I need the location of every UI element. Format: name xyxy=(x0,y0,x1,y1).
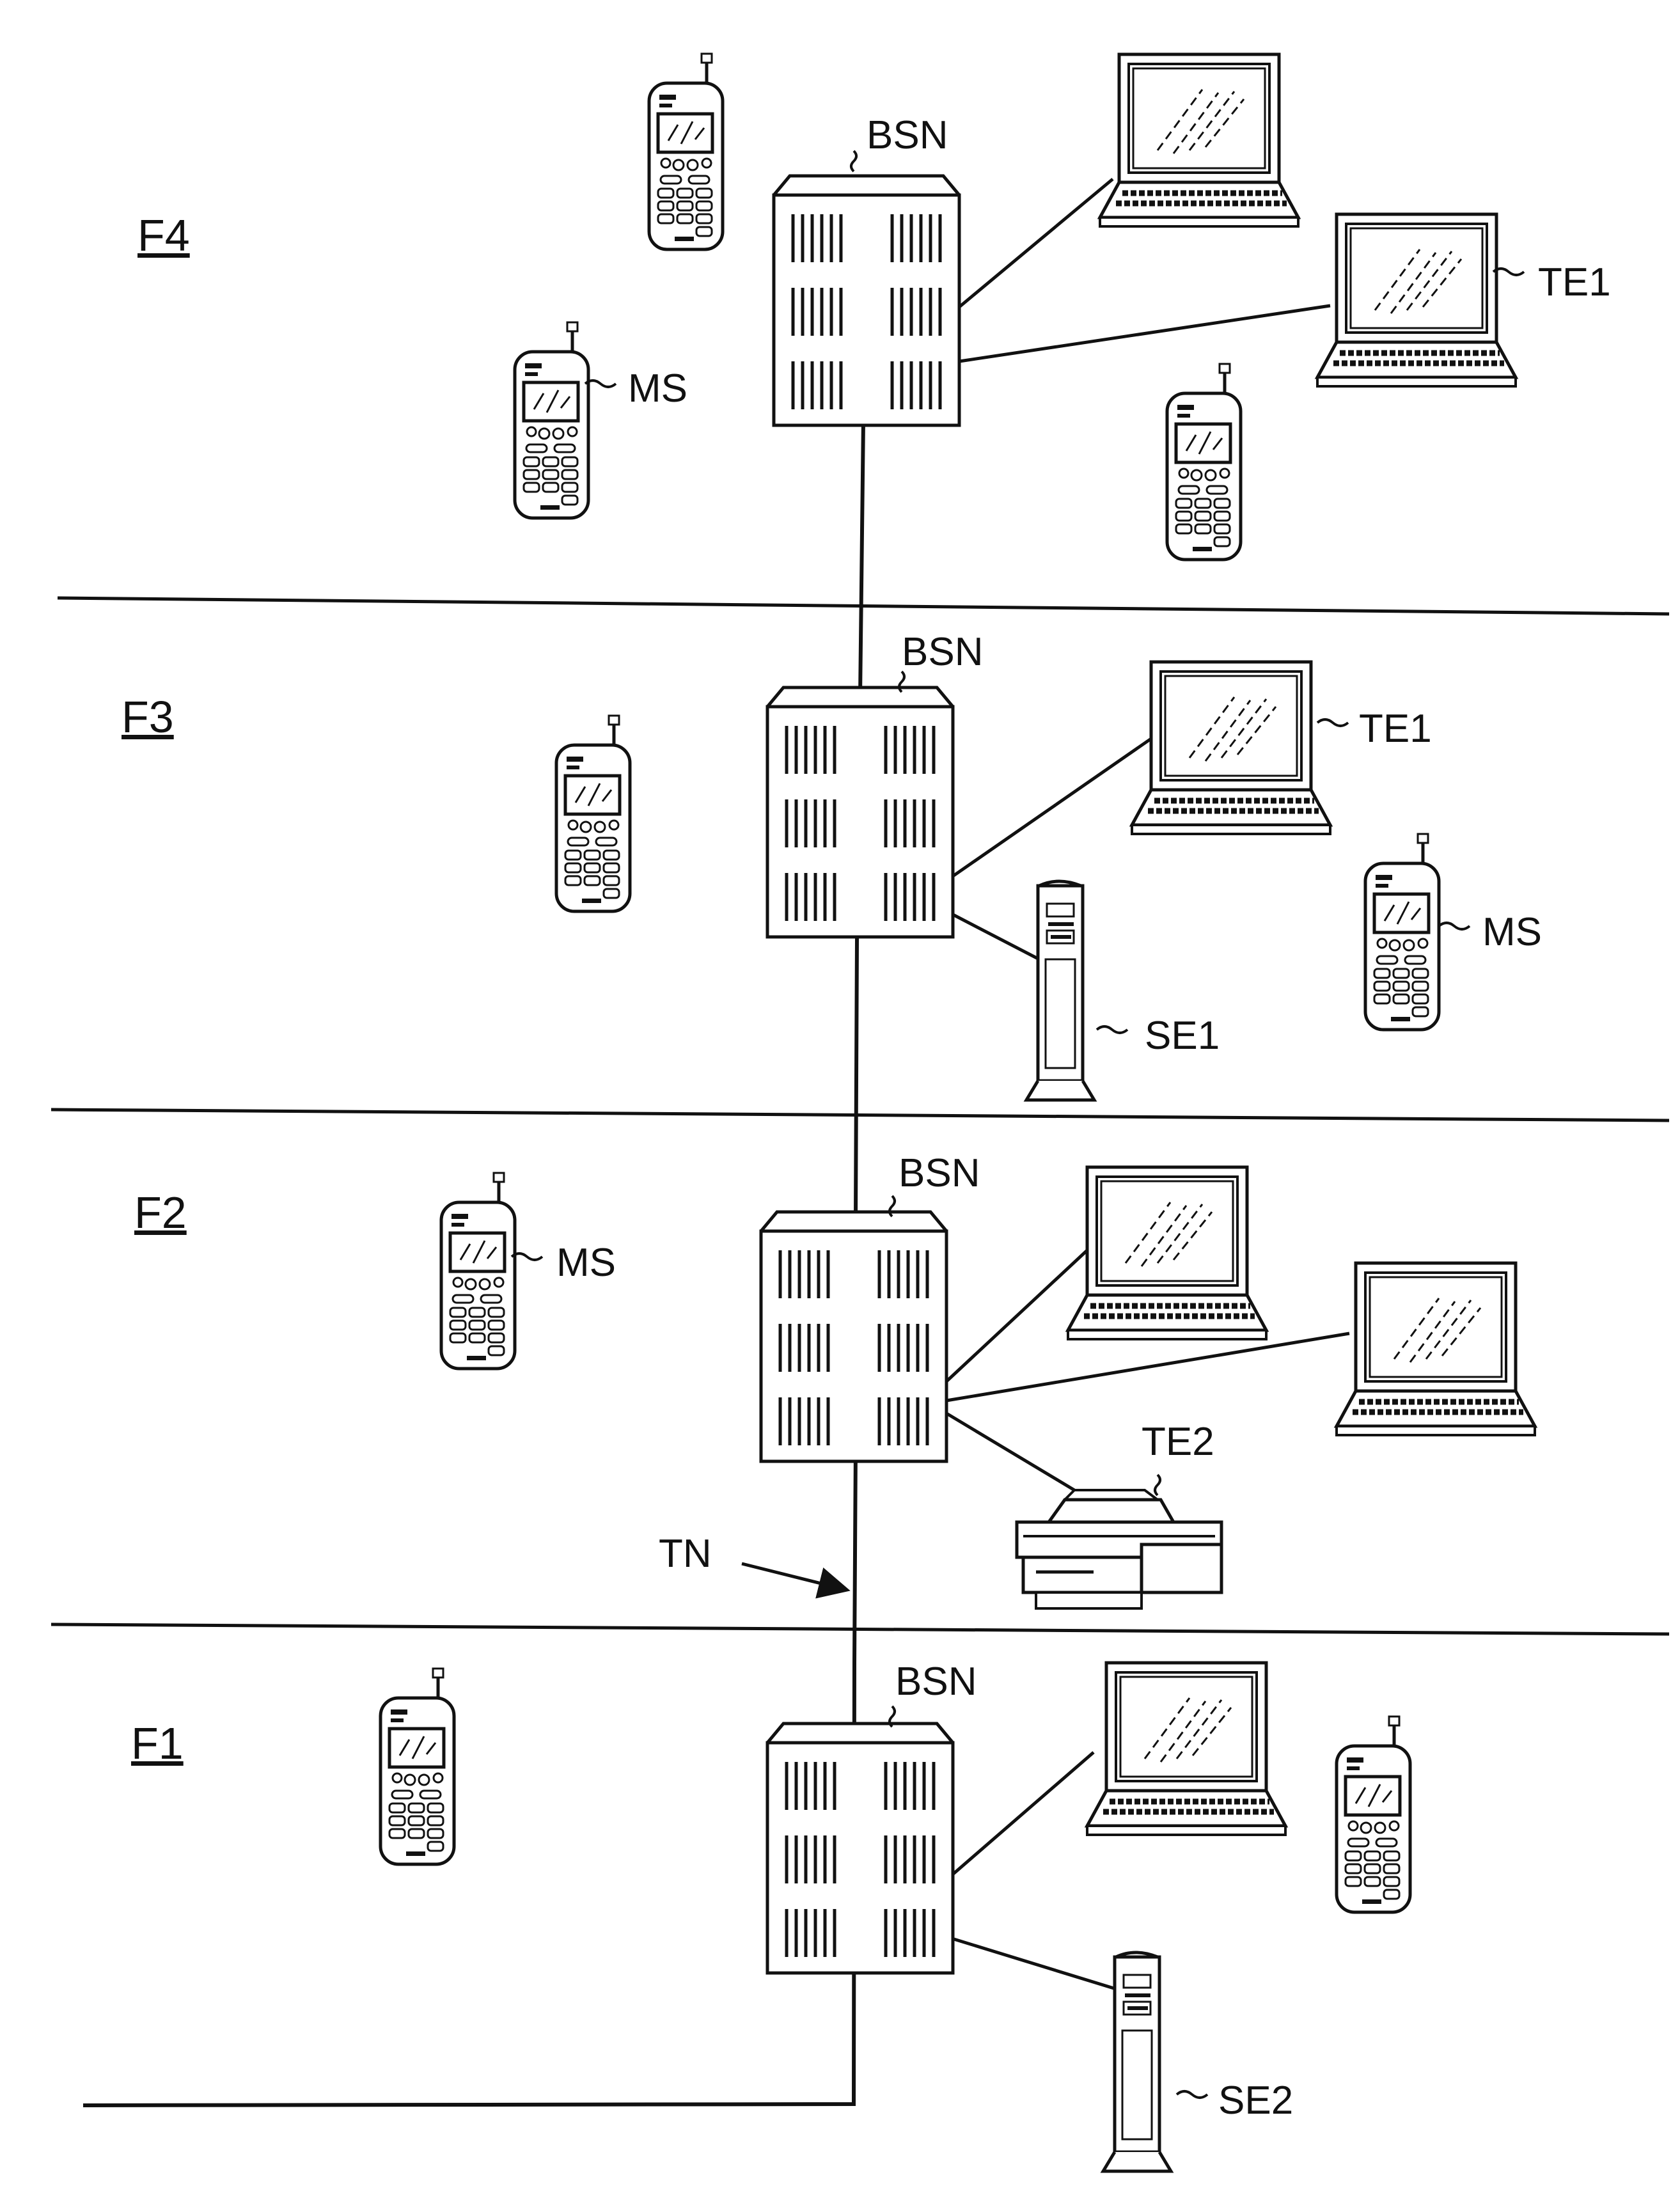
mobile-phone-icon xyxy=(649,54,723,249)
printer-icon xyxy=(1017,1490,1221,1608)
divider-f4-f3 xyxy=(58,598,1669,614)
floor-label-f4: F4 xyxy=(137,210,190,260)
laptop-terminal-icon xyxy=(1087,1663,1285,1835)
leader-line xyxy=(1097,1026,1127,1033)
base-station-node-icon xyxy=(774,176,959,425)
pointer-arrow-icon xyxy=(742,1564,844,1589)
mobile-phone-icon xyxy=(515,322,588,518)
tower-server-icon xyxy=(1103,1952,1171,2171)
se1-label: SE1 xyxy=(1145,1014,1220,1058)
ms-label: MS xyxy=(556,1241,616,1285)
bsn-label: BSN xyxy=(899,1151,980,1195)
laptop-terminal-icon xyxy=(1337,1263,1535,1435)
leader-line xyxy=(1177,2091,1207,2098)
leader-line xyxy=(1439,923,1470,929)
laptop-terminal-icon xyxy=(1317,214,1516,386)
bsn-label: BSN xyxy=(902,630,983,674)
mobile-phone-icon xyxy=(381,1669,454,1864)
bsn-label: BSN xyxy=(867,113,948,157)
mobile-phone-icon xyxy=(441,1173,515,1369)
bsn-label: BSN xyxy=(895,1660,977,1704)
mobile-phone-icon xyxy=(1167,364,1241,560)
base-station-node-icon xyxy=(761,1212,946,1461)
te1-label: TE1 xyxy=(1359,707,1432,751)
tower-server-icon xyxy=(1026,881,1094,1100)
te1-label: TE1 xyxy=(1538,260,1611,304)
leader-line xyxy=(851,151,856,171)
ms-label: MS xyxy=(628,366,687,411)
tn-label: TN xyxy=(659,1532,712,1576)
floor-label-f2: F2 xyxy=(134,1188,187,1238)
divider-f2-f1 xyxy=(51,1624,1669,1634)
base-station-node-icon xyxy=(767,1724,953,1973)
ms-label: MS xyxy=(1482,910,1542,954)
laptop-terminal-icon xyxy=(1068,1167,1266,1339)
se2-label: SE2 xyxy=(1218,2078,1293,2123)
mobile-phone-icon xyxy=(556,716,630,911)
floor-label-f3: F3 xyxy=(122,692,174,742)
mobile-phone-icon xyxy=(1365,834,1439,1030)
divider-f3-f2 xyxy=(51,1110,1669,1120)
laptop-terminal-icon xyxy=(1100,54,1298,226)
leader-line xyxy=(1155,1475,1160,1495)
laptop-terminal-icon xyxy=(1132,662,1330,834)
mobile-phone-icon xyxy=(1337,1717,1410,1912)
leader-line xyxy=(1317,719,1348,726)
te2-label: TE2 xyxy=(1142,1420,1214,1464)
floor-label-f1: F1 xyxy=(131,1718,184,1768)
base-station-node-icon xyxy=(767,688,953,937)
